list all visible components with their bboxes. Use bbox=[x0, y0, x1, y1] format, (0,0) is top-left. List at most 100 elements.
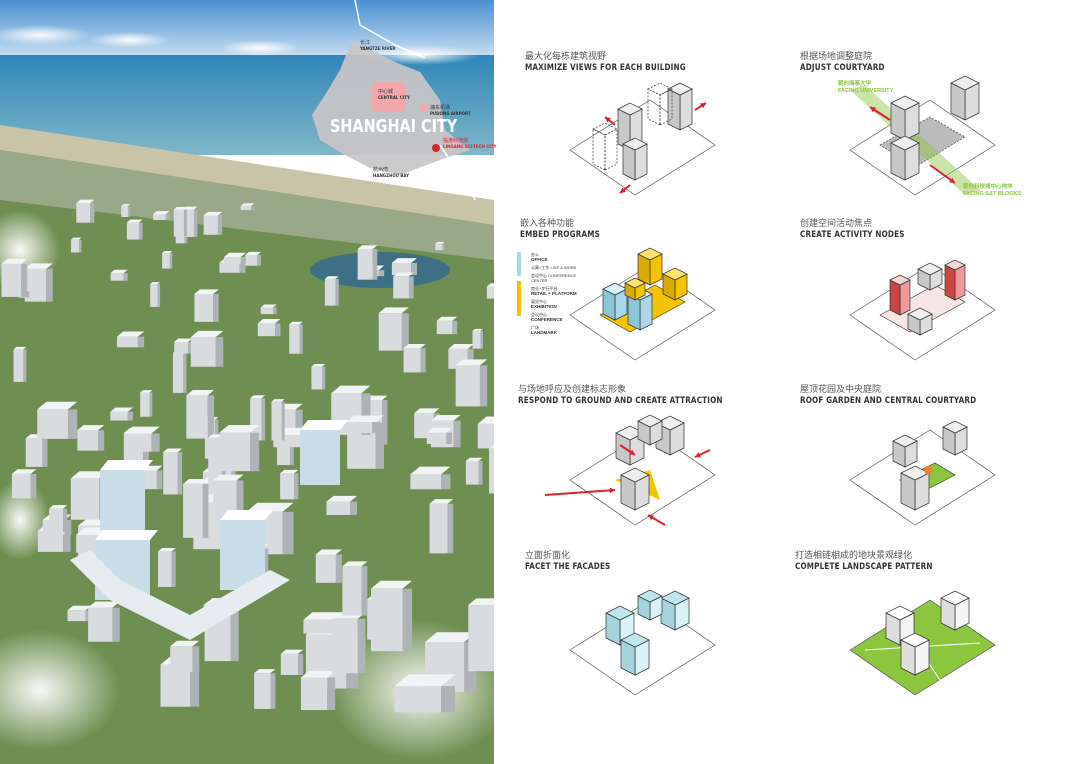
building-roof bbox=[489, 444, 494, 449]
building-side bbox=[442, 243, 445, 251]
building-face bbox=[208, 437, 222, 485]
building bbox=[468, 598, 494, 672]
building-side bbox=[261, 398, 266, 441]
building-side bbox=[64, 520, 72, 535]
building-side bbox=[295, 409, 303, 429]
building-side bbox=[79, 239, 82, 253]
building-roof bbox=[71, 237, 82, 240]
building-side bbox=[138, 222, 143, 240]
building bbox=[190, 330, 224, 367]
box-top bbox=[885, 605, 915, 621]
building-roof bbox=[49, 505, 68, 509]
building-face bbox=[76, 203, 91, 223]
diagram-1 bbox=[569, 82, 716, 196]
building-face bbox=[190, 337, 216, 367]
building bbox=[425, 632, 477, 692]
building bbox=[173, 206, 187, 237]
building-roof bbox=[342, 561, 368, 567]
building-face bbox=[1, 263, 22, 297]
building-face bbox=[162, 252, 170, 269]
box-top bbox=[950, 75, 980, 91]
arrow-head bbox=[695, 452, 701, 458]
building bbox=[311, 364, 326, 390]
building-side bbox=[327, 677, 336, 711]
building-side bbox=[335, 554, 342, 583]
lake bbox=[310, 252, 450, 288]
building-face bbox=[49, 508, 64, 533]
building-roof bbox=[448, 344, 474, 349]
building-side bbox=[282, 511, 294, 555]
building-side bbox=[127, 411, 134, 421]
building-face bbox=[455, 365, 480, 407]
building-side bbox=[479, 365, 488, 407]
cloud bbox=[0, 630, 120, 750]
building-side bbox=[350, 501, 358, 515]
cloud bbox=[220, 40, 300, 56]
building-roof bbox=[280, 469, 299, 474]
building-roof bbox=[1, 258, 28, 264]
building-face bbox=[300, 677, 328, 711]
building-roof bbox=[303, 612, 343, 620]
building-roof bbox=[429, 499, 454, 504]
building-roof bbox=[76, 199, 95, 204]
building-roof bbox=[257, 319, 281, 324]
building-face bbox=[110, 411, 128, 421]
building-face bbox=[303, 619, 334, 634]
building-face bbox=[37, 409, 68, 439]
diagram-2 bbox=[849, 75, 996, 196]
building bbox=[250, 395, 266, 441]
tower-roof bbox=[95, 530, 158, 540]
diagram-3 bbox=[569, 247, 716, 361]
building-roof bbox=[289, 321, 303, 325]
building-roof bbox=[153, 211, 170, 215]
building-side bbox=[177, 452, 183, 495]
building-face bbox=[326, 501, 351, 515]
building-face bbox=[11, 473, 31, 499]
box-top bbox=[620, 467, 650, 483]
building-roof bbox=[158, 548, 176, 552]
building bbox=[67, 605, 92, 622]
aerial-rendering bbox=[0, 0, 494, 764]
building-roof bbox=[203, 211, 223, 216]
building-side bbox=[240, 256, 246, 264]
building-side bbox=[151, 433, 160, 452]
building-side bbox=[184, 231, 188, 244]
building-face bbox=[77, 430, 98, 451]
building bbox=[219, 425, 260, 472]
building-face bbox=[280, 473, 295, 500]
building-side bbox=[190, 664, 200, 707]
building bbox=[257, 319, 281, 337]
box-top bbox=[942, 420, 968, 434]
box-top bbox=[605, 605, 635, 621]
building-roof bbox=[37, 401, 78, 410]
ground-level bbox=[879, 284, 966, 333]
building-face bbox=[435, 243, 443, 251]
building-face bbox=[116, 336, 138, 348]
arrow-head bbox=[605, 117, 611, 123]
building bbox=[163, 448, 183, 495]
building-side bbox=[361, 393, 371, 435]
building-roof bbox=[174, 338, 193, 342]
building-side bbox=[230, 604, 239, 662]
building-roof bbox=[393, 272, 414, 277]
building-face bbox=[153, 214, 166, 221]
building-side bbox=[123, 273, 128, 281]
building-side bbox=[192, 646, 200, 672]
building bbox=[410, 466, 451, 490]
tower-roof bbox=[300, 420, 348, 430]
building-roof bbox=[410, 466, 451, 475]
building-side bbox=[187, 341, 193, 354]
building-side bbox=[420, 348, 426, 373]
building bbox=[170, 640, 200, 672]
building-face bbox=[371, 588, 403, 652]
box-top bbox=[637, 247, 663, 261]
building-face bbox=[486, 286, 494, 299]
building-roof bbox=[472, 328, 484, 331]
building-side bbox=[441, 686, 455, 713]
building-face bbox=[289, 324, 300, 354]
building bbox=[76, 199, 95, 223]
box-top bbox=[890, 95, 920, 111]
building-roof bbox=[213, 474, 244, 481]
building-roof bbox=[70, 471, 108, 479]
building-roof bbox=[391, 258, 417, 263]
